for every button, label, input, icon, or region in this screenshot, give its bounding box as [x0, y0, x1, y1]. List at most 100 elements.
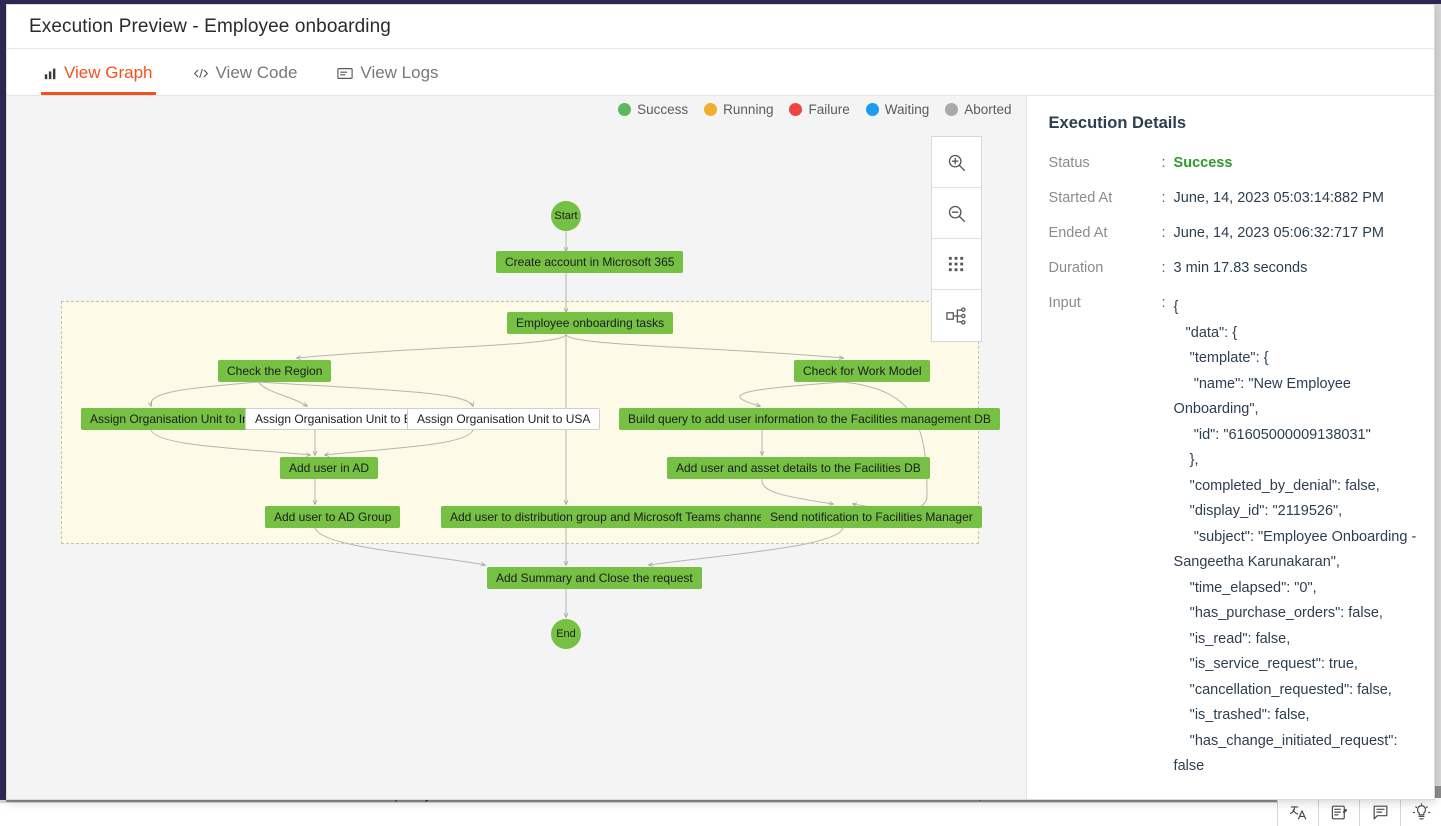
- node-label: Assign Organisation Unit to USA: [417, 412, 591, 426]
- detail-separator: :: [1161, 260, 1166, 276]
- detail-value: 3 min 17.83 seconds: [1173, 260, 1308, 276]
- graph-node-add-ad-group[interactable]: Add user to AD Group: [265, 506, 401, 528]
- graph-node-build-query[interactable]: Build query to add user information to t…: [619, 408, 1000, 430]
- detail-row-started-at: Started At : June, 14, 2023 05:03:14:882…: [1049, 190, 1434, 206]
- detail-separator: :: [1161, 155, 1166, 171]
- graph-node-ou-india[interactable]: Assign Organisation Unit to India: [81, 408, 274, 430]
- graph-pane: Success Running Failure Waiting: [7, 96, 1026, 799]
- translate-icon[interactable]: [1277, 798, 1318, 826]
- legend-dot: [704, 103, 718, 116]
- node-label: Add user and asset details to the Facili…: [676, 461, 921, 475]
- legend-label: Running: [723, 102, 774, 117]
- detail-row-input: Input : { "data": { "template": { "name"…: [1049, 295, 1434, 780]
- node-label: Start: [554, 209, 578, 222]
- graph-node-check-work-model[interactable]: Check for Work Model: [794, 360, 931, 382]
- app-top-strip: [0, 0, 1441, 4]
- zoom-in-icon[interactable]: [931, 137, 981, 188]
- json-line: "time_elapsed": "0",: [1173, 579, 1317, 596]
- status-legend: Success Running Failure Waiting: [611, 102, 1012, 117]
- detail-label: Started At: [1048, 190, 1113, 206]
- node-label: Check for Work Model: [803, 364, 922, 378]
- graph-node-ou-usa[interactable]: Assign Organisation Unit to USA: [407, 408, 601, 430]
- tab-view-logs[interactable]: View Logs: [334, 63, 441, 95]
- execution-preview-modal: Execution Preview - Employee onboarding …: [6, 4, 1435, 800]
- input-json[interactable]: { "data": { "template": { "name": "New E…: [1174, 295, 1424, 780]
- tab-view-code[interactable]: View Code: [190, 63, 301, 95]
- node-label: Employee onboarding tasks: [516, 316, 665, 330]
- json-line: "data": {: [1173, 324, 1238, 341]
- detail-row-duration: Duration : 3 min 17.83 seconds: [1049, 260, 1434, 276]
- json-line: "is_read": false,: [1173, 630, 1291, 647]
- legend-dot: [789, 103, 803, 116]
- legend-label: Aborted: [964, 102, 1012, 117]
- graph-node-onboarding-tasks[interactable]: Employee onboarding tasks: [507, 312, 674, 334]
- zoom-out-icon[interactable]: [931, 188, 981, 239]
- graph-node-add-summary[interactable]: Add Summary and Close the request: [487, 567, 702, 589]
- tab-view-graph[interactable]: View Graph: [41, 63, 156, 95]
- legend-item-aborted: Aborted: [945, 102, 1012, 117]
- node-label: Create account in Microsoft 365: [505, 255, 675, 269]
- json-line: "completed_by_denial": false,: [1173, 477, 1380, 494]
- node-label: Assign Organisation Unit to EU: [255, 412, 421, 426]
- detail-row-ended-at: Ended At : June, 14, 2023 05:06:32:717 P…: [1049, 225, 1434, 241]
- comment-icon[interactable]: [1359, 798, 1400, 826]
- graph-node-add-asset-details[interactable]: Add user and asset details to the Facili…: [667, 457, 930, 479]
- graph-node-create-account[interactable]: Create account in Microsoft 365: [496, 251, 684, 273]
- lightbulb-icon[interactable]: [1400, 798, 1441, 826]
- graph-canvas[interactable]: Start Create account in Microsoft 365 Em…: [7, 96, 1026, 799]
- json-line: "subject": "Employee Onboarding - Sangee…: [1173, 528, 1421, 571]
- json-line: "is_trashed": false,: [1173, 707, 1310, 723]
- bottom-icon-bar: [1277, 798, 1441, 826]
- detail-label: Ended At: [1048, 225, 1108, 241]
- legend-item-waiting: Waiting: [865, 102, 929, 117]
- json-line: "has_change_initiated_request": false: [1173, 732, 1402, 775]
- layout-icon[interactable]: [931, 290, 981, 341]
- tab-label: View Code: [215, 63, 298, 82]
- json-line: "display_id": "2119526",: [1173, 503, 1343, 519]
- detail-row-status: Status : Success: [1049, 155, 1434, 171]
- json-line: "cancellation_requested": false,: [1173, 681, 1392, 698]
- graph-toolbar: [930, 136, 982, 342]
- detail-value: June, 14, 2023 05:06:32:717 PM: [1173, 225, 1384, 241]
- tab-label: View Graph: [64, 63, 153, 82]
- graph-node-add-user-ad[interactable]: Add user in AD: [280, 457, 379, 479]
- detail-label: Status: [1048, 155, 1090, 171]
- tab-bar: View Graph View Code View Logs: [7, 49, 1434, 96]
- modal-body: Success Running Failure Waiting: [7, 96, 1434, 799]
- graph-node-distribution-group[interactable]: Add user to distribution group and Micro…: [441, 506, 775, 528]
- graph-node-end[interactable]: End: [551, 619, 581, 649]
- node-label: Send notification to Facilities Manager: [770, 510, 973, 524]
- detail-label: Duration: [1048, 260, 1104, 276]
- legend-dot: [865, 103, 879, 116]
- node-label: Check the Region: [227, 364, 323, 378]
- graph-node-check-region[interactable]: Check the Region: [218, 360, 332, 382]
- node-label: Add Summary and Close the request: [496, 571, 693, 585]
- edit-note-icon[interactable]: [1318, 798, 1359, 826]
- json-line: "has_purchase_orders": false,: [1173, 605, 1383, 621]
- detail-separator: :: [1161, 190, 1166, 206]
- tab-label: View Logs: [360, 63, 439, 82]
- app-bottom-bar: [0, 802, 1441, 826]
- graph-node-notify-facilities[interactable]: Send notification to Facilities Manager: [761, 506, 982, 528]
- logs-icon: [337, 67, 354, 80]
- detail-value: June, 14, 2023 05:03:14:882 PM: [1173, 190, 1384, 206]
- grid-icon[interactable]: [931, 239, 981, 290]
- json-line: "name": "New Employee Onboarding",: [1173, 375, 1356, 418]
- legend-item-failure: Failure: [789, 102, 850, 117]
- page-title: Execution Preview - Employee onboarding: [29, 15, 391, 37]
- modal-header: Execution Preview - Employee onboarding: [7, 5, 1434, 49]
- detail-separator: :: [1161, 225, 1166, 241]
- app-left-rail: [0, 0, 6, 800]
- graph-node-ou-eu[interactable]: Assign Organisation Unit to EU: [245, 408, 431, 430]
- json-line: "is_service_request": true,: [1173, 656, 1358, 672]
- node-label: Add user in AD: [289, 461, 370, 475]
- legend-item-running: Running: [704, 102, 773, 117]
- details-title: Execution Details: [1048, 114, 1187, 132]
- legend-label: Success: [637, 102, 689, 117]
- legend-dot: [618, 103, 632, 116]
- json-line: {: [1173, 299, 1179, 315]
- graph-node-start[interactable]: Start: [551, 201, 581, 231]
- node-label: End: [556, 627, 576, 640]
- node-label: Add user to AD Group: [274, 510, 392, 524]
